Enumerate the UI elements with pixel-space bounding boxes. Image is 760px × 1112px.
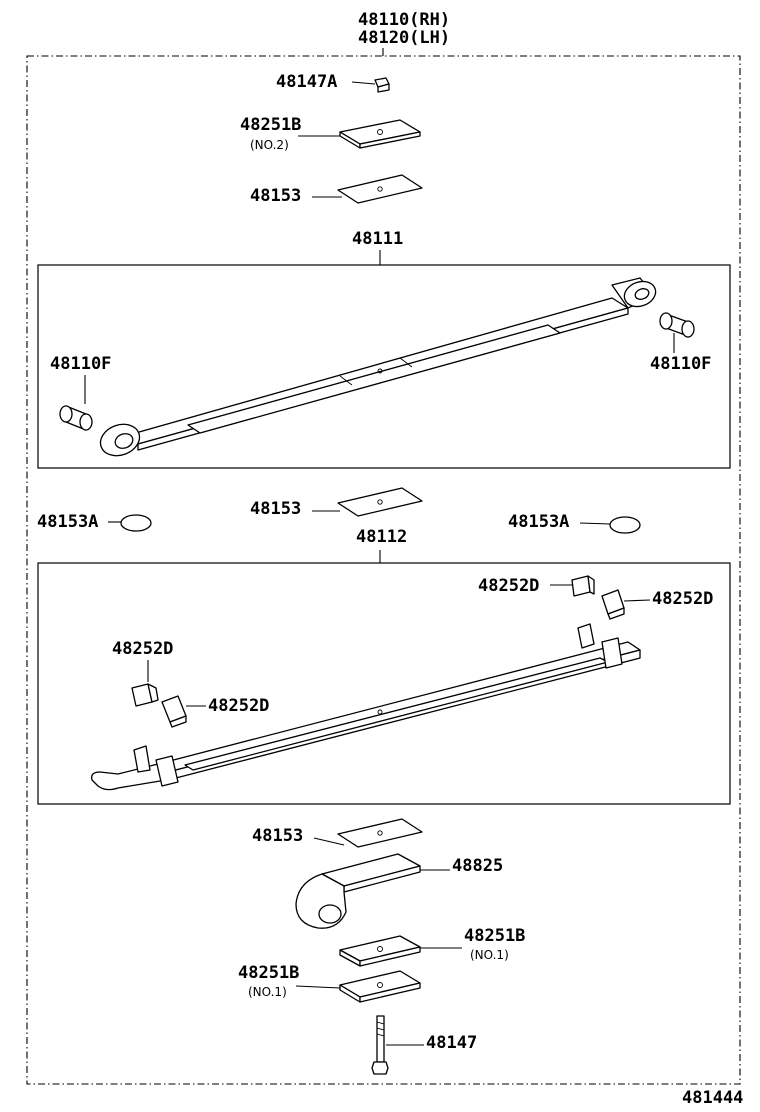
label-clip-2[interactable]: 48252D [652,589,713,609]
note-pad-bottom-right: (NO.1) [470,948,509,962]
bushing-right-part[interactable] [659,312,695,338]
bushing-left-part[interactable] [59,405,93,431]
pad-top-part[interactable] [339,119,421,149]
nut-top-part[interactable] [374,77,390,93]
label-button-left[interactable]: 48153A [37,512,98,532]
leader-insert-bottom [313,837,345,846]
label-pad-bottom-left[interactable]: 48251B [238,963,299,983]
note-pad-bottom-left: (NO.1) [248,985,287,999]
label-insert-mid[interactable]: 48153 [250,499,301,519]
clip-2-part[interactable] [601,589,625,620]
clip-4-part[interactable] [161,695,187,728]
label-bolt[interactable]: 48147 [426,1033,477,1053]
label-pad-bottom-right[interactable]: 48251B [464,926,525,946]
label-nut-top[interactable]: 48147A [276,72,337,92]
assembly-frame [26,55,741,1085]
label-leaf-no1[interactable]: 48111 [352,229,403,249]
leaf-no2-part[interactable] [91,623,641,791]
insert-top-part[interactable] [337,174,423,204]
button-left-part[interactable] [120,514,152,532]
leaf-no1-part[interactable] [96,277,659,461]
clip-1-part[interactable] [571,575,595,597]
leaf-no1-frame [37,264,731,469]
label-clip-4[interactable]: 48252D [208,696,269,716]
bracket-part[interactable] [295,853,421,929]
label-clip-1[interactable]: 48252D [478,576,539,596]
assembly-part-lh[interactable]: 48120(LH) [358,28,450,48]
pad-bottom-right-part[interactable] [339,935,421,967]
label-button-right[interactable]: 48153A [508,512,569,532]
note-pad-top: (NO.2) [250,138,289,152]
clip-3-part[interactable] [131,683,159,707]
label-bushing-left[interactable]: 48110F [50,354,111,374]
label-clip-3[interactable]: 48252D [112,639,173,659]
label-insert-top[interactable]: 48153 [250,186,301,206]
leaf-no2-frame [37,562,731,805]
label-bracket[interactable]: 48825 [452,856,503,876]
leader-clip-2 [623,599,651,602]
button-right-part[interactable] [609,516,641,534]
leader-button-right [579,522,611,525]
leader-pad-bottom-left [295,985,341,989]
label-leaf-no2[interactable]: 48112 [356,527,407,547]
label-insert-bottom[interactable]: 48153 [252,826,303,846]
bolt-part[interactable] [371,1015,389,1075]
pad-bottom-left-part[interactable] [339,970,421,1003]
label-pad-top[interactable]: 48251B [240,115,301,135]
insert-bottom-part[interactable] [337,818,423,848]
label-bushing-right[interactable]: 48110F [650,354,711,374]
assembly-part-rh[interactable]: 48110(RH) [358,10,450,30]
diagram-id: 481444 [682,1088,743,1108]
insert-mid-part[interactable] [337,487,423,517]
leader-nut-top [351,81,376,85]
